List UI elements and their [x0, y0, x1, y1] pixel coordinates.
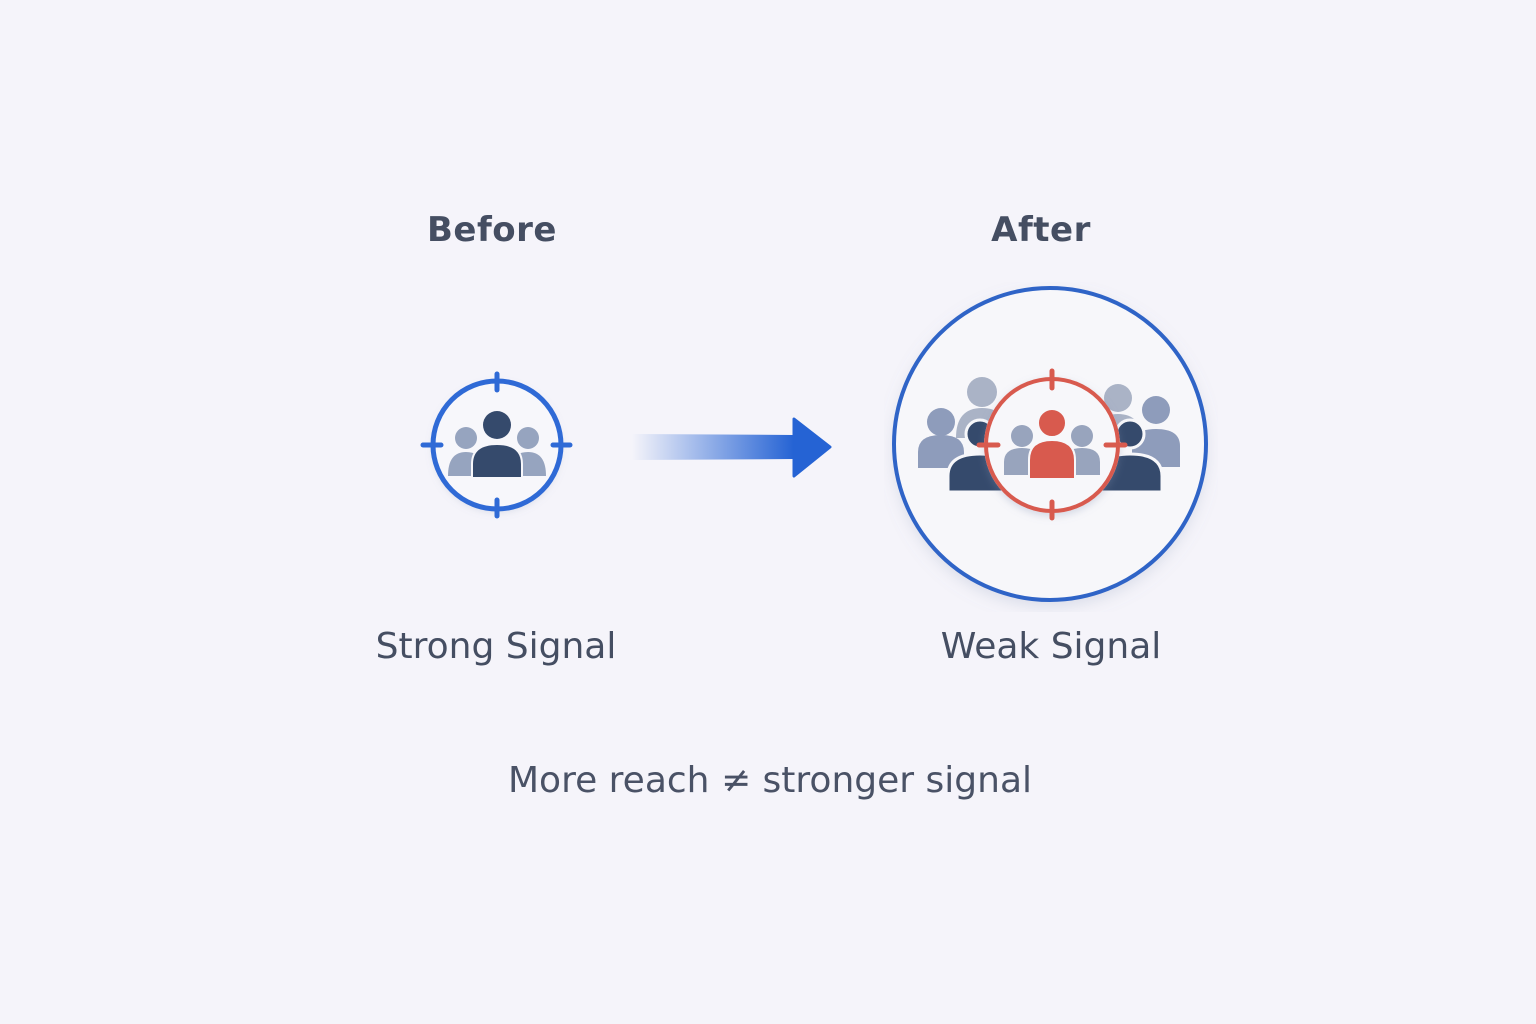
- target-small-audience-icon: [420, 371, 573, 519]
- before-target-group: [418, 368, 578, 528]
- tagline: More reach ≠ stronger signal: [507, 760, 1033, 801]
- after-caption: Weak Signal: [940, 626, 1162, 667]
- arrow-right-icon: [632, 417, 832, 478]
- after-heading: After: [991, 210, 1091, 250]
- transition-arrow: [628, 414, 838, 480]
- target-large-audience-icon: [892, 286, 1208, 602]
- before-caption: Strong Signal: [375, 626, 617, 667]
- before-heading: Before: [427, 210, 557, 250]
- after-target-group: [884, 282, 1218, 612]
